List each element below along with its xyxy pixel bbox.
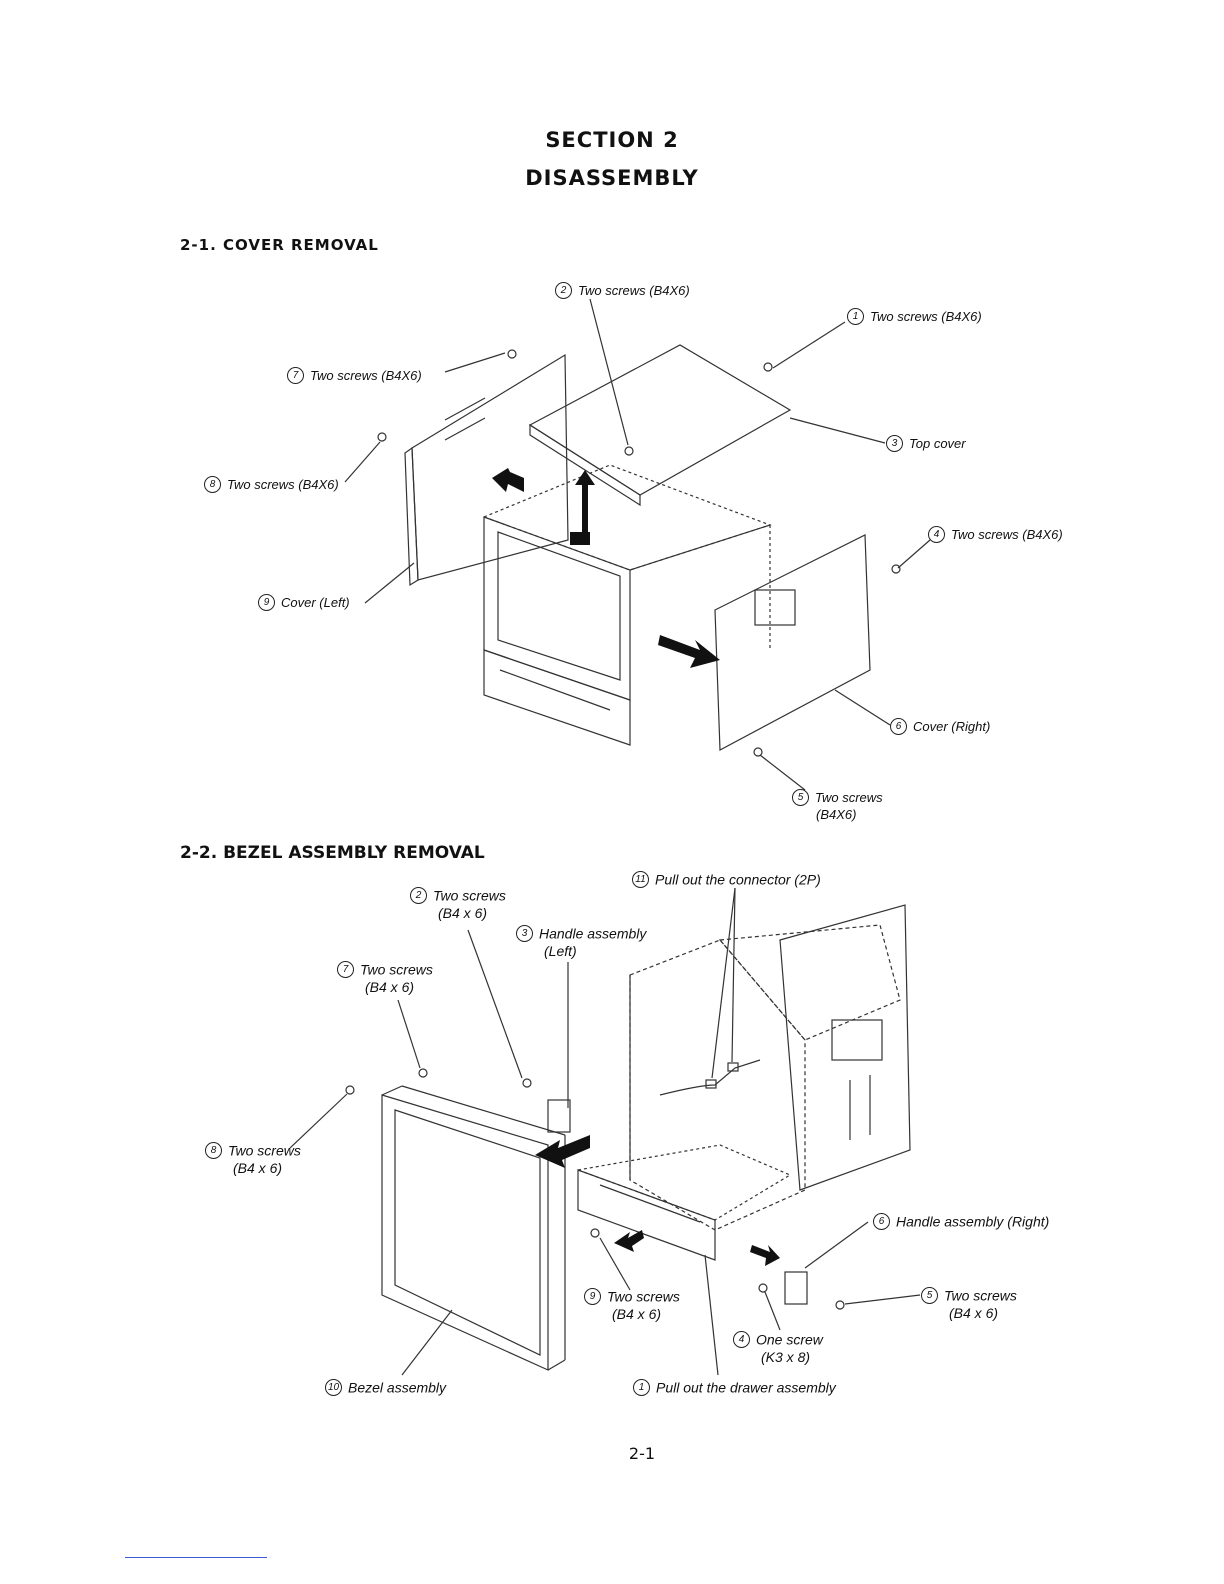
subsection-heading-cover-removal: 2-1. COVER REMOVAL xyxy=(180,236,379,254)
subsection-heading-bezel-removal: 2-2. BEZEL ASSEMBLY REMOVAL xyxy=(180,843,485,863)
section-title: DISASSEMBLY xyxy=(525,166,699,190)
cover-removal-figure xyxy=(344,298,931,791)
page-number: 2-1 xyxy=(628,1444,656,1463)
bezel-removal-figure xyxy=(289,887,921,1376)
section-number: SECTION 2 xyxy=(545,128,679,152)
footer-rule xyxy=(125,1557,267,1558)
